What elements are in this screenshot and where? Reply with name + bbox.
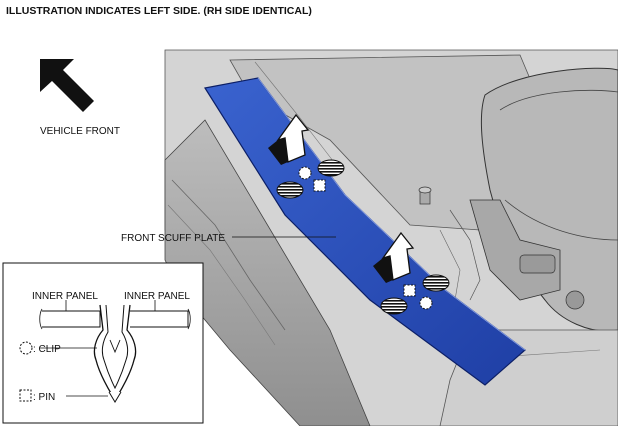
- hatched-oval-icon: [317, 159, 345, 177]
- pin-dashed-square-icon: [403, 284, 416, 297]
- illustration-title: ILLUSTRATION INDICATES LEFT SIDE. (RH SI…: [6, 5, 312, 17]
- hatched-oval-icon: [380, 297, 408, 315]
- hatched-oval-icon: [422, 274, 450, 292]
- vehicle-front-label: VEHICLE FRONT: [40, 126, 120, 137]
- removal-direction-arrow-icon: [268, 113, 310, 165]
- pin-label: : PIN: [33, 392, 55, 403]
- clip-label: : CLIP: [33, 344, 61, 355]
- pin-dashed-square-icon: [19, 389, 32, 402]
- inner-panel-right-label: INNER PANEL: [124, 291, 190, 302]
- removal-direction-arrow-icon: [373, 231, 415, 283]
- front-scuff-plate-label: FRONT SCUFF PLATE: [121, 233, 225, 244]
- clip-dashed-circle-icon: [19, 341, 33, 355]
- clip-dashed-circle-icon: [298, 166, 312, 180]
- vehicle-front-arrow-icon: [40, 59, 94, 112]
- clip-dashed-circle-icon: [419, 296, 433, 310]
- clip-detail-inset: [2, 262, 204, 424]
- pin-dashed-square-icon: [313, 179, 326, 192]
- inner-panel-left-label: INNER PANEL: [32, 291, 98, 302]
- hatched-oval-icon: [276, 181, 304, 199]
